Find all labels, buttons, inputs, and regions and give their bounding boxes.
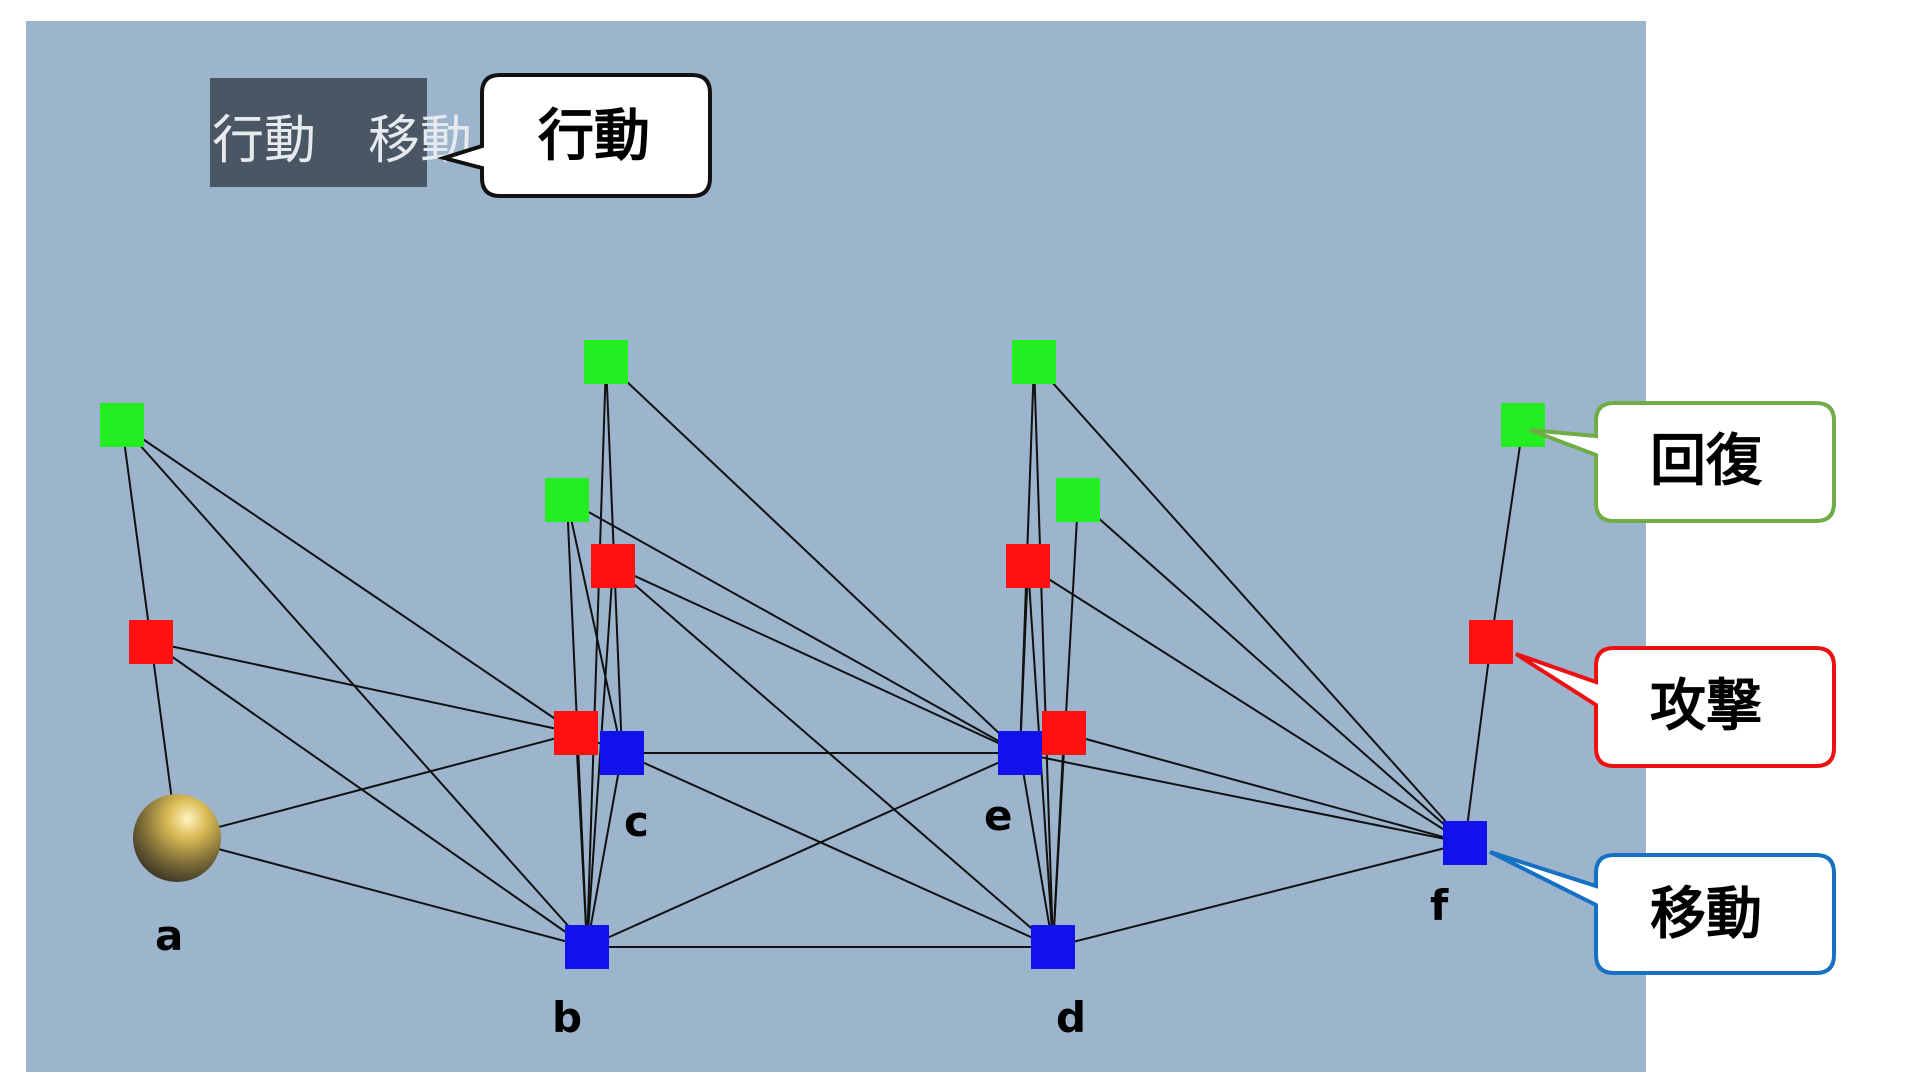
move-node-f[interactable] [1443,821,1487,865]
edge-r4-e [1019,565,1029,754]
callout-recover: 回復 [1529,401,1836,523]
edge-r2-e [612,565,1021,754]
hud-left-label: 行動 [212,111,316,171]
edge-a-b [176,837,588,948]
move-node-e[interactable] [998,731,1042,775]
edge-r3-b [575,732,588,948]
recover-node-g5[interactable] [1056,478,1100,522]
recover-node-g6[interactable] [1501,403,1545,447]
edge-e-d [1019,752,1054,948]
edge-r4-f [1027,565,1466,844]
callout-attack-box [1514,646,1836,768]
edge-g1-r1 [121,424,152,643]
recover-node-g4[interactable] [1012,340,1056,384]
edge-r5-f [1063,732,1466,844]
recover-node-g3[interactable] [545,478,589,522]
attack-node-r1[interactable] [129,620,173,664]
move-node-b[interactable] [565,925,609,969]
hud-background [210,78,427,187]
node-labels: a b c d e f [155,791,1449,1042]
edge-g1-r3 [121,424,577,734]
edge-g2-b [586,361,607,948]
move-node-c[interactable] [600,731,644,775]
move-node-d[interactable] [1031,925,1075,969]
game-view-panel [26,21,1646,1072]
callout-move-box [1489,850,1836,975]
edge-g2-e [605,361,1021,754]
callout-attack: 攻撃 [1514,646,1836,768]
attack-node-r3[interactable] [554,711,598,755]
edge-c-b [586,752,623,948]
attack-node-r4[interactable] [1006,544,1050,588]
edge-c-d [621,752,1054,948]
callout-action: 行動 [436,73,712,198]
recover-node-g2[interactable] [584,340,628,384]
edge-g6-r6 [1490,424,1524,643]
edge-r6-f [1464,641,1492,844]
node-label-b: b [552,993,582,1042]
callout-action-box [436,73,712,198]
attack-node-r5[interactable] [1042,711,1086,755]
player-sphere-a[interactable] [133,794,221,882]
node-label-e: e [984,791,1013,840]
hud-action-display: 行動 移動 [210,78,472,187]
callout-move-text: 移動 [1650,882,1762,947]
node-label-d: d [1056,993,1086,1042]
callout-recover-text: 回復 [1650,429,1763,494]
edge-b-e [586,752,1021,948]
node-label-c: c [624,797,649,846]
node-label-f: f [1430,881,1449,930]
edge-r5-d [1052,732,1065,948]
edge-g3-e [566,499,1021,754]
edge-a-r3 [176,732,577,839]
node-layer [100,340,1545,969]
edge-r1-b [150,641,588,948]
edge-r1-r3 [150,641,577,734]
edge-g4-f [1033,361,1466,844]
callout-recover-box [1529,401,1836,523]
callout-move: 移動 [1489,850,1836,975]
edge-g3-c [566,499,623,754]
edge-g5-f [1077,499,1466,844]
node-label-a: a [155,911,183,960]
recover-node-g1[interactable] [100,403,144,447]
edge-g4-d [1033,361,1054,948]
edge-d-f [1052,842,1466,948]
callout-action-text: 行動 [538,104,650,169]
attack-node-r2[interactable] [591,544,635,588]
edge-r2-d [612,565,1054,948]
callout-attack-text: 攻撃 [1650,674,1762,739]
attack-node-r6[interactable] [1469,620,1513,664]
edge-e-f [1019,752,1466,844]
